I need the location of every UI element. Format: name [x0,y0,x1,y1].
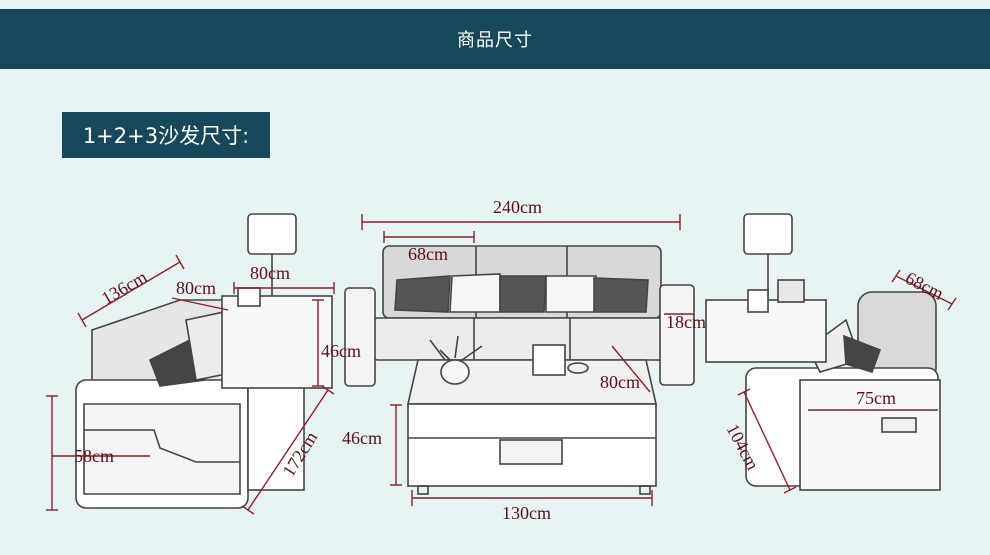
dim-single-depth: 75cm [856,388,896,408]
dim-table-height: 46cm [342,428,382,448]
dim-three-seat-width: 240cm [493,197,542,217]
dimension-lines [46,214,957,515]
dim-loveseat-depth: 80cm [176,278,216,298]
furniture-sketch [75,213,941,509]
dim-loveseat-width: 136cm [98,267,150,309]
dim-side-table-width: 80cm [250,263,290,283]
dim-cushion-width: 68cm [408,244,448,264]
section-tag: 1+2+3沙发尺寸: [62,112,270,158]
header-banner: 商品尺寸 [0,9,990,69]
dim-table-width: 130cm [502,503,551,523]
section-title: 1+2+3沙发尺寸: [82,124,250,148]
dim-table-depth: 80cm [600,372,640,392]
dim-back-height: 58cm [74,446,114,466]
header-title: 商品尺寸 [457,30,533,51]
dim-armrest-width: 18cm [666,312,706,332]
dim-seat-height: 46cm [321,341,361,361]
